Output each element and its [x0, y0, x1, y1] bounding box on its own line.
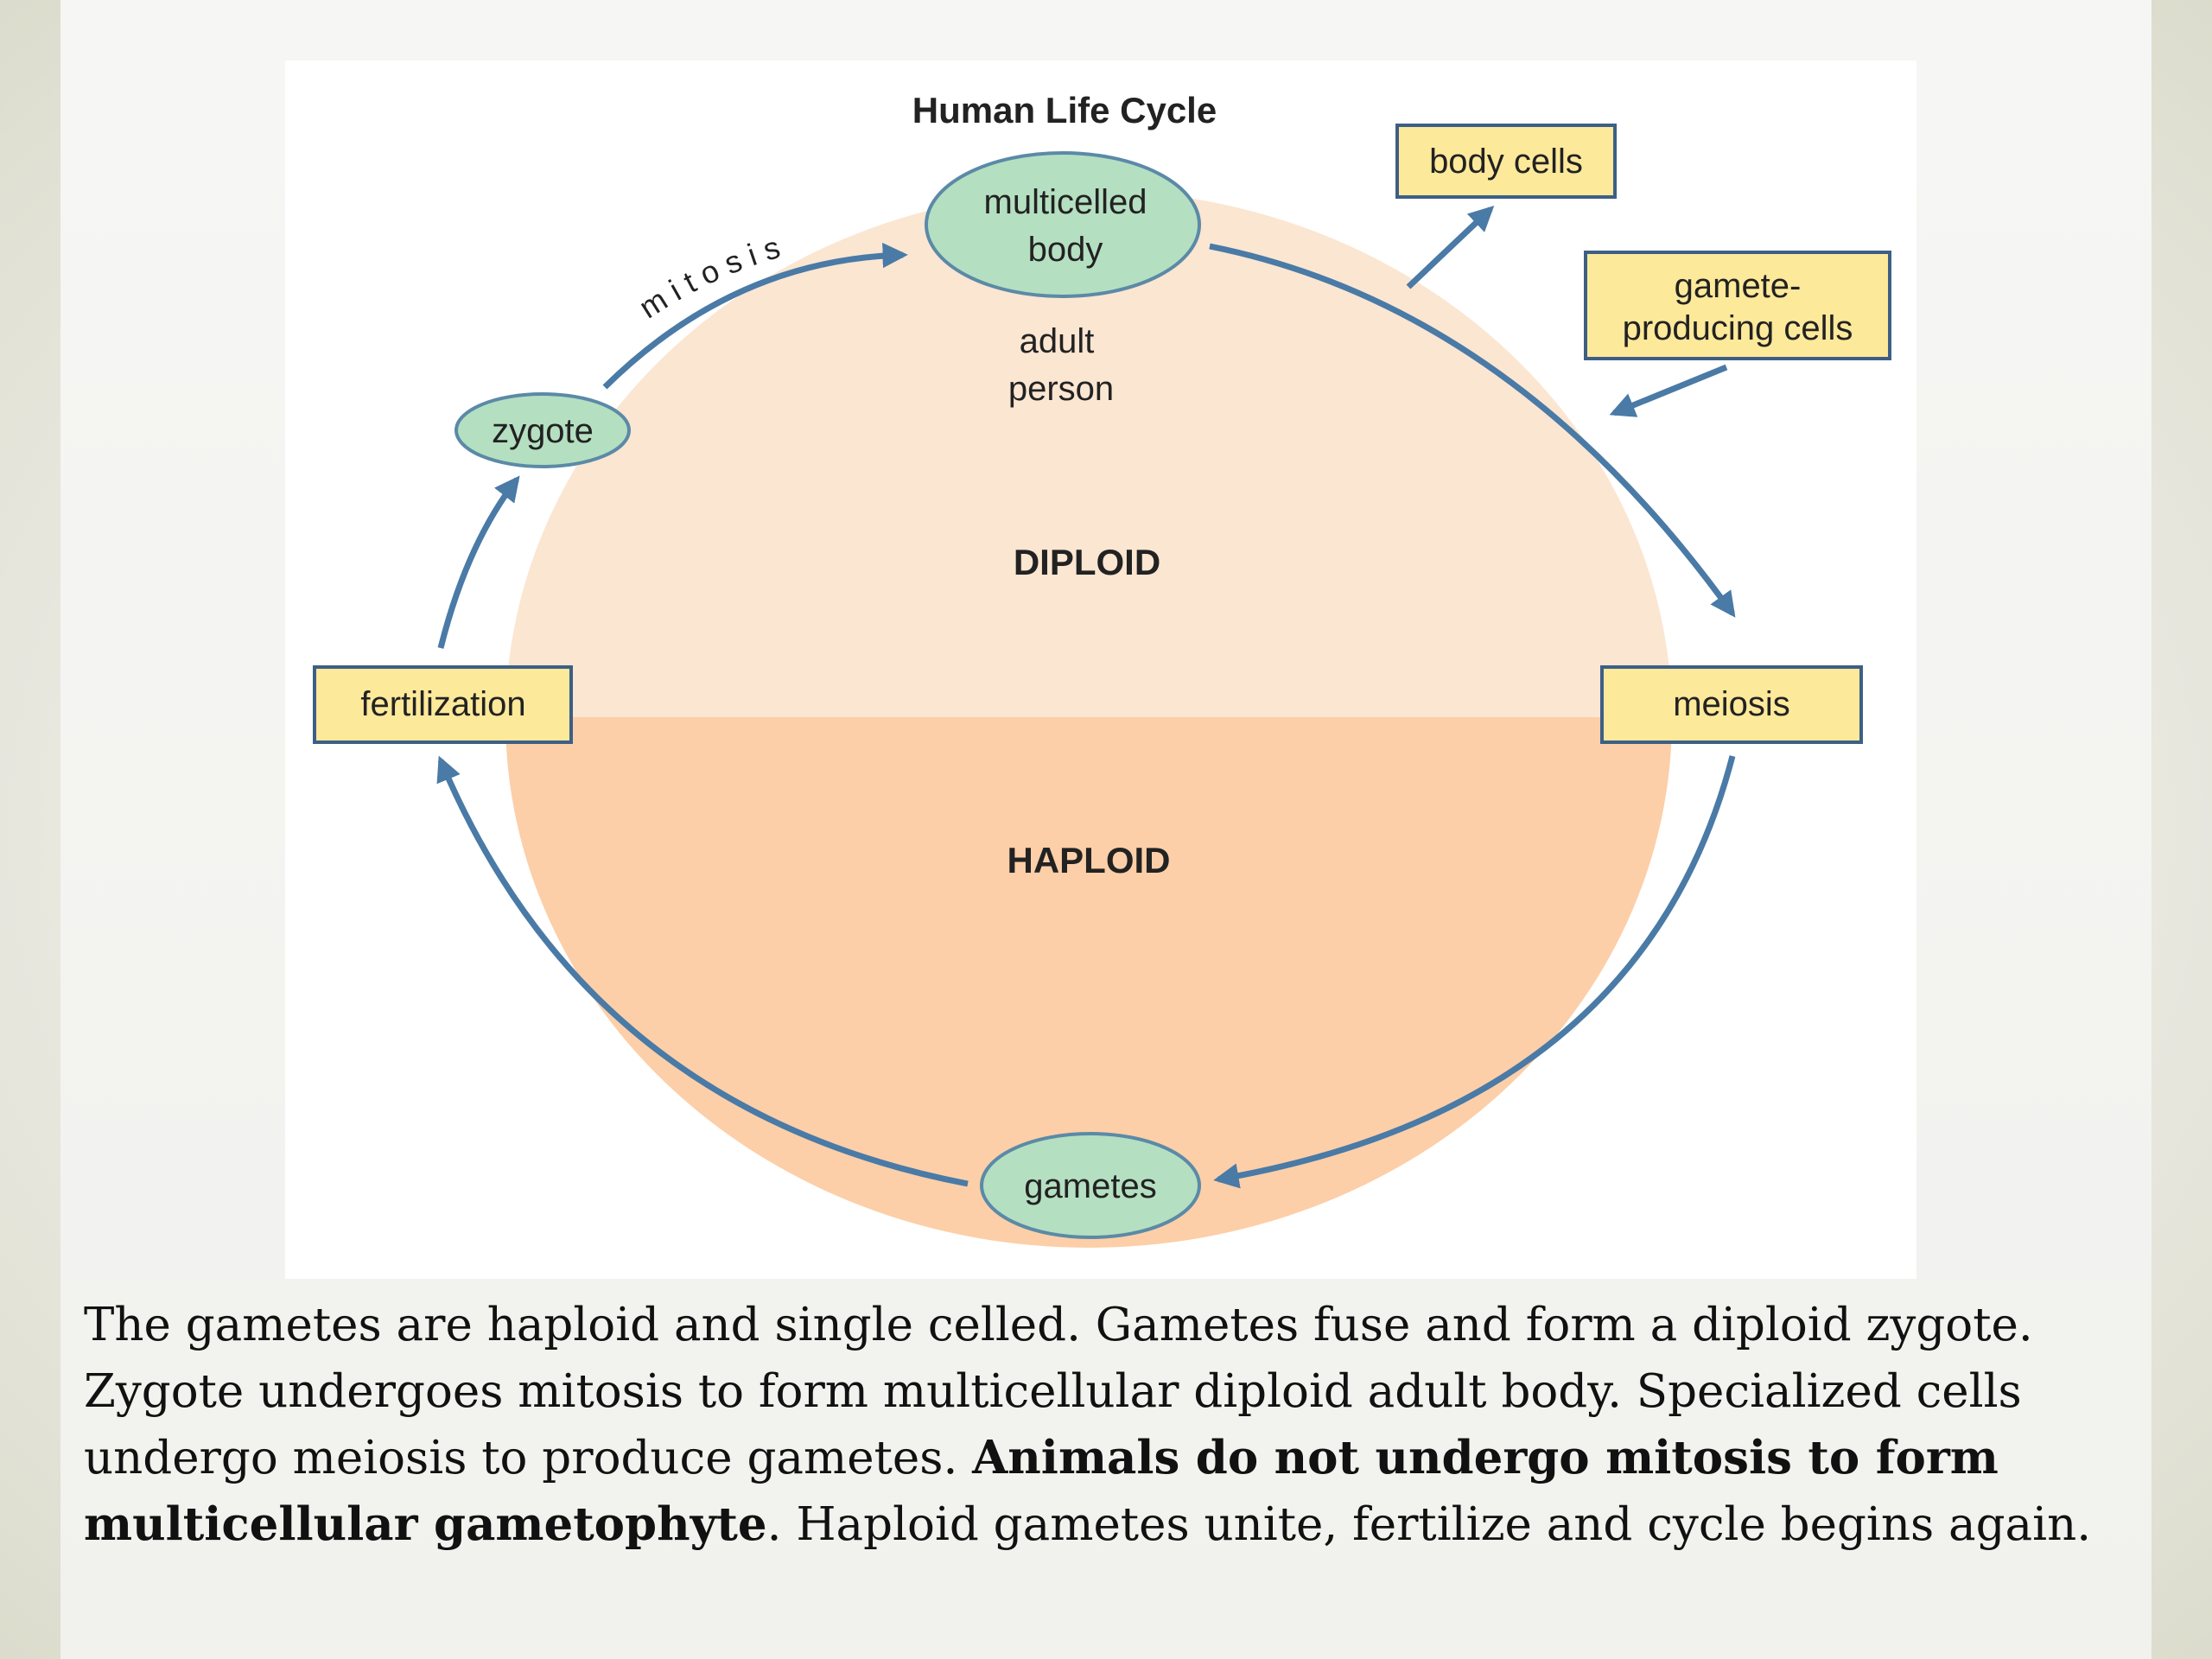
svg-text:gametes: gametes — [1024, 1167, 1156, 1205]
svg-text:fertilization: fertilization — [360, 685, 525, 723]
body-cells-node: body cells — [1395, 124, 1617, 199]
svg-text:body: body — [1028, 231, 1103, 269]
haploid-region — [505, 717, 1672, 1248]
caption-text: The gametes are haploid and single celle… — [84, 1292, 2192, 1558]
gametes-to-fertilization-arrow — [436, 755, 969, 1187]
svg-text:multicelled: multicelled — [984, 183, 1147, 221]
svg-text:meiosis: meiosis — [1673, 685, 1790, 723]
life-cycle-diagram: Human Life Cycle mitosis multicelled bod… — [313, 90, 1891, 1248]
body-cells-arrow — [1406, 205, 1495, 289]
fertilization-node: fertilization — [313, 665, 573, 744]
svg-text:producing cells: producing cells — [1623, 309, 1853, 347]
gamete-producing-cells-node: gamete- producing cells — [1584, 251, 1891, 360]
caption-line-3-bold: Animals do not undergo mitosis to form — [972, 1431, 1999, 1484]
caption-line-4-bold: multicellular gametophyte — [84, 1497, 767, 1551]
fertilization-to-zygote-arrow — [437, 475, 520, 649]
body-to-meiosis-arrow — [1209, 243, 1736, 618]
caption-line-1: The gametes are haploid and single celle… — [84, 1299, 2033, 1351]
multicelled-body-node: multicelled body — [925, 151, 1201, 298]
diagram-title: Human Life Cycle — [912, 90, 1217, 130]
meiosis-to-gametes-arrow — [1213, 755, 1736, 1189]
caption-line-4-plain: . Haploid gametes unite, fertilize and c… — [766, 1498, 2092, 1551]
caption-line-3: undergo meiosis to produce gametes. Anim… — [84, 1425, 2192, 1491]
diploid-region — [505, 190, 1672, 717]
zygote-node: zygote — [454, 392, 631, 468]
mitosis-arrow — [602, 242, 908, 390]
gametes-node: gametes — [980, 1132, 1201, 1239]
haploid-label: HAPLOID — [1007, 840, 1171, 880]
adult-label: adult — [1020, 322, 1095, 360]
caption-line-3-plain: undergo meiosis to produce gametes. — [84, 1432, 973, 1484]
life-cycle-figure: Human Life Cycle mitosis multicelled bod… — [285, 60, 1916, 1279]
gamete-producing-arrow — [1609, 364, 1728, 417]
diploid-label: DIPLOID — [1014, 542, 1160, 582]
svg-text:zygote: zygote — [492, 412, 594, 450]
caption-line-2: Zygote undergoes mitosis to form multice… — [84, 1365, 2022, 1418]
svg-text:gamete-: gamete- — [1675, 267, 1802, 305]
person-label: person — [1008, 370, 1114, 408]
caption-line-4: multicellular gametophyte. Haploid gamet… — [84, 1491, 2192, 1558]
svg-text:body cells: body cells — [1429, 143, 1583, 181]
meiosis-node: meiosis — [1600, 665, 1863, 744]
